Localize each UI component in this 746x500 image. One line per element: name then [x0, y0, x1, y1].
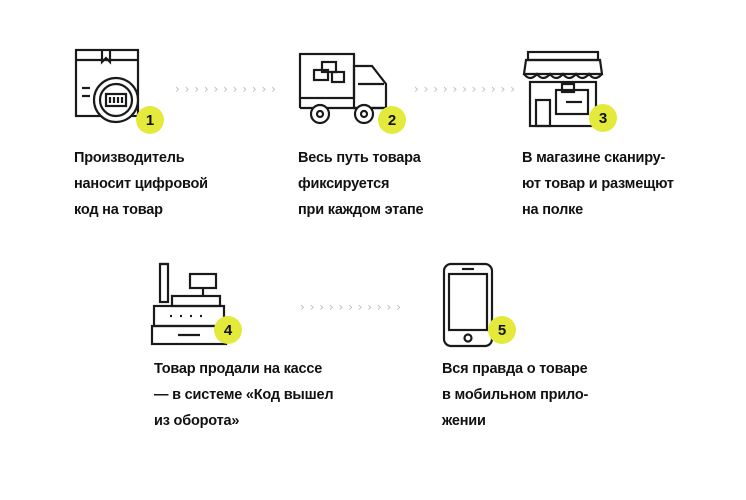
step-badge: 4: [214, 316, 242, 344]
step-description: Товар продали на кассе — в системе «Код …: [154, 361, 334, 429]
box-barcode-icon: [72, 48, 152, 128]
connector-arrows: › › › › › › › › › › ›: [414, 82, 516, 96]
step-description: Весь путь товара фиксируется при каждом …: [298, 150, 424, 218]
store-icon: [522, 50, 608, 130]
cash-register-icon: [150, 262, 230, 346]
step-description: В магазине сканиру- ют товар и размещют …: [522, 150, 674, 218]
step-description: Вся правда о товаре в мобильном прило- ж…: [442, 361, 589, 429]
smartphone-icon: [442, 262, 498, 348]
step-badge: 5: [488, 316, 516, 344]
connector-arrows: › › › › › › › › › › ›: [175, 82, 277, 96]
step-badge: 1: [136, 106, 164, 134]
step-badge: 3: [589, 104, 617, 132]
step-badge: 2: [378, 106, 406, 134]
truck-icon: [298, 52, 394, 128]
connector-arrows: › › › › › › › › › › ›: [300, 300, 402, 314]
step-description: Производитель наносит цифровой код на то…: [74, 150, 208, 218]
